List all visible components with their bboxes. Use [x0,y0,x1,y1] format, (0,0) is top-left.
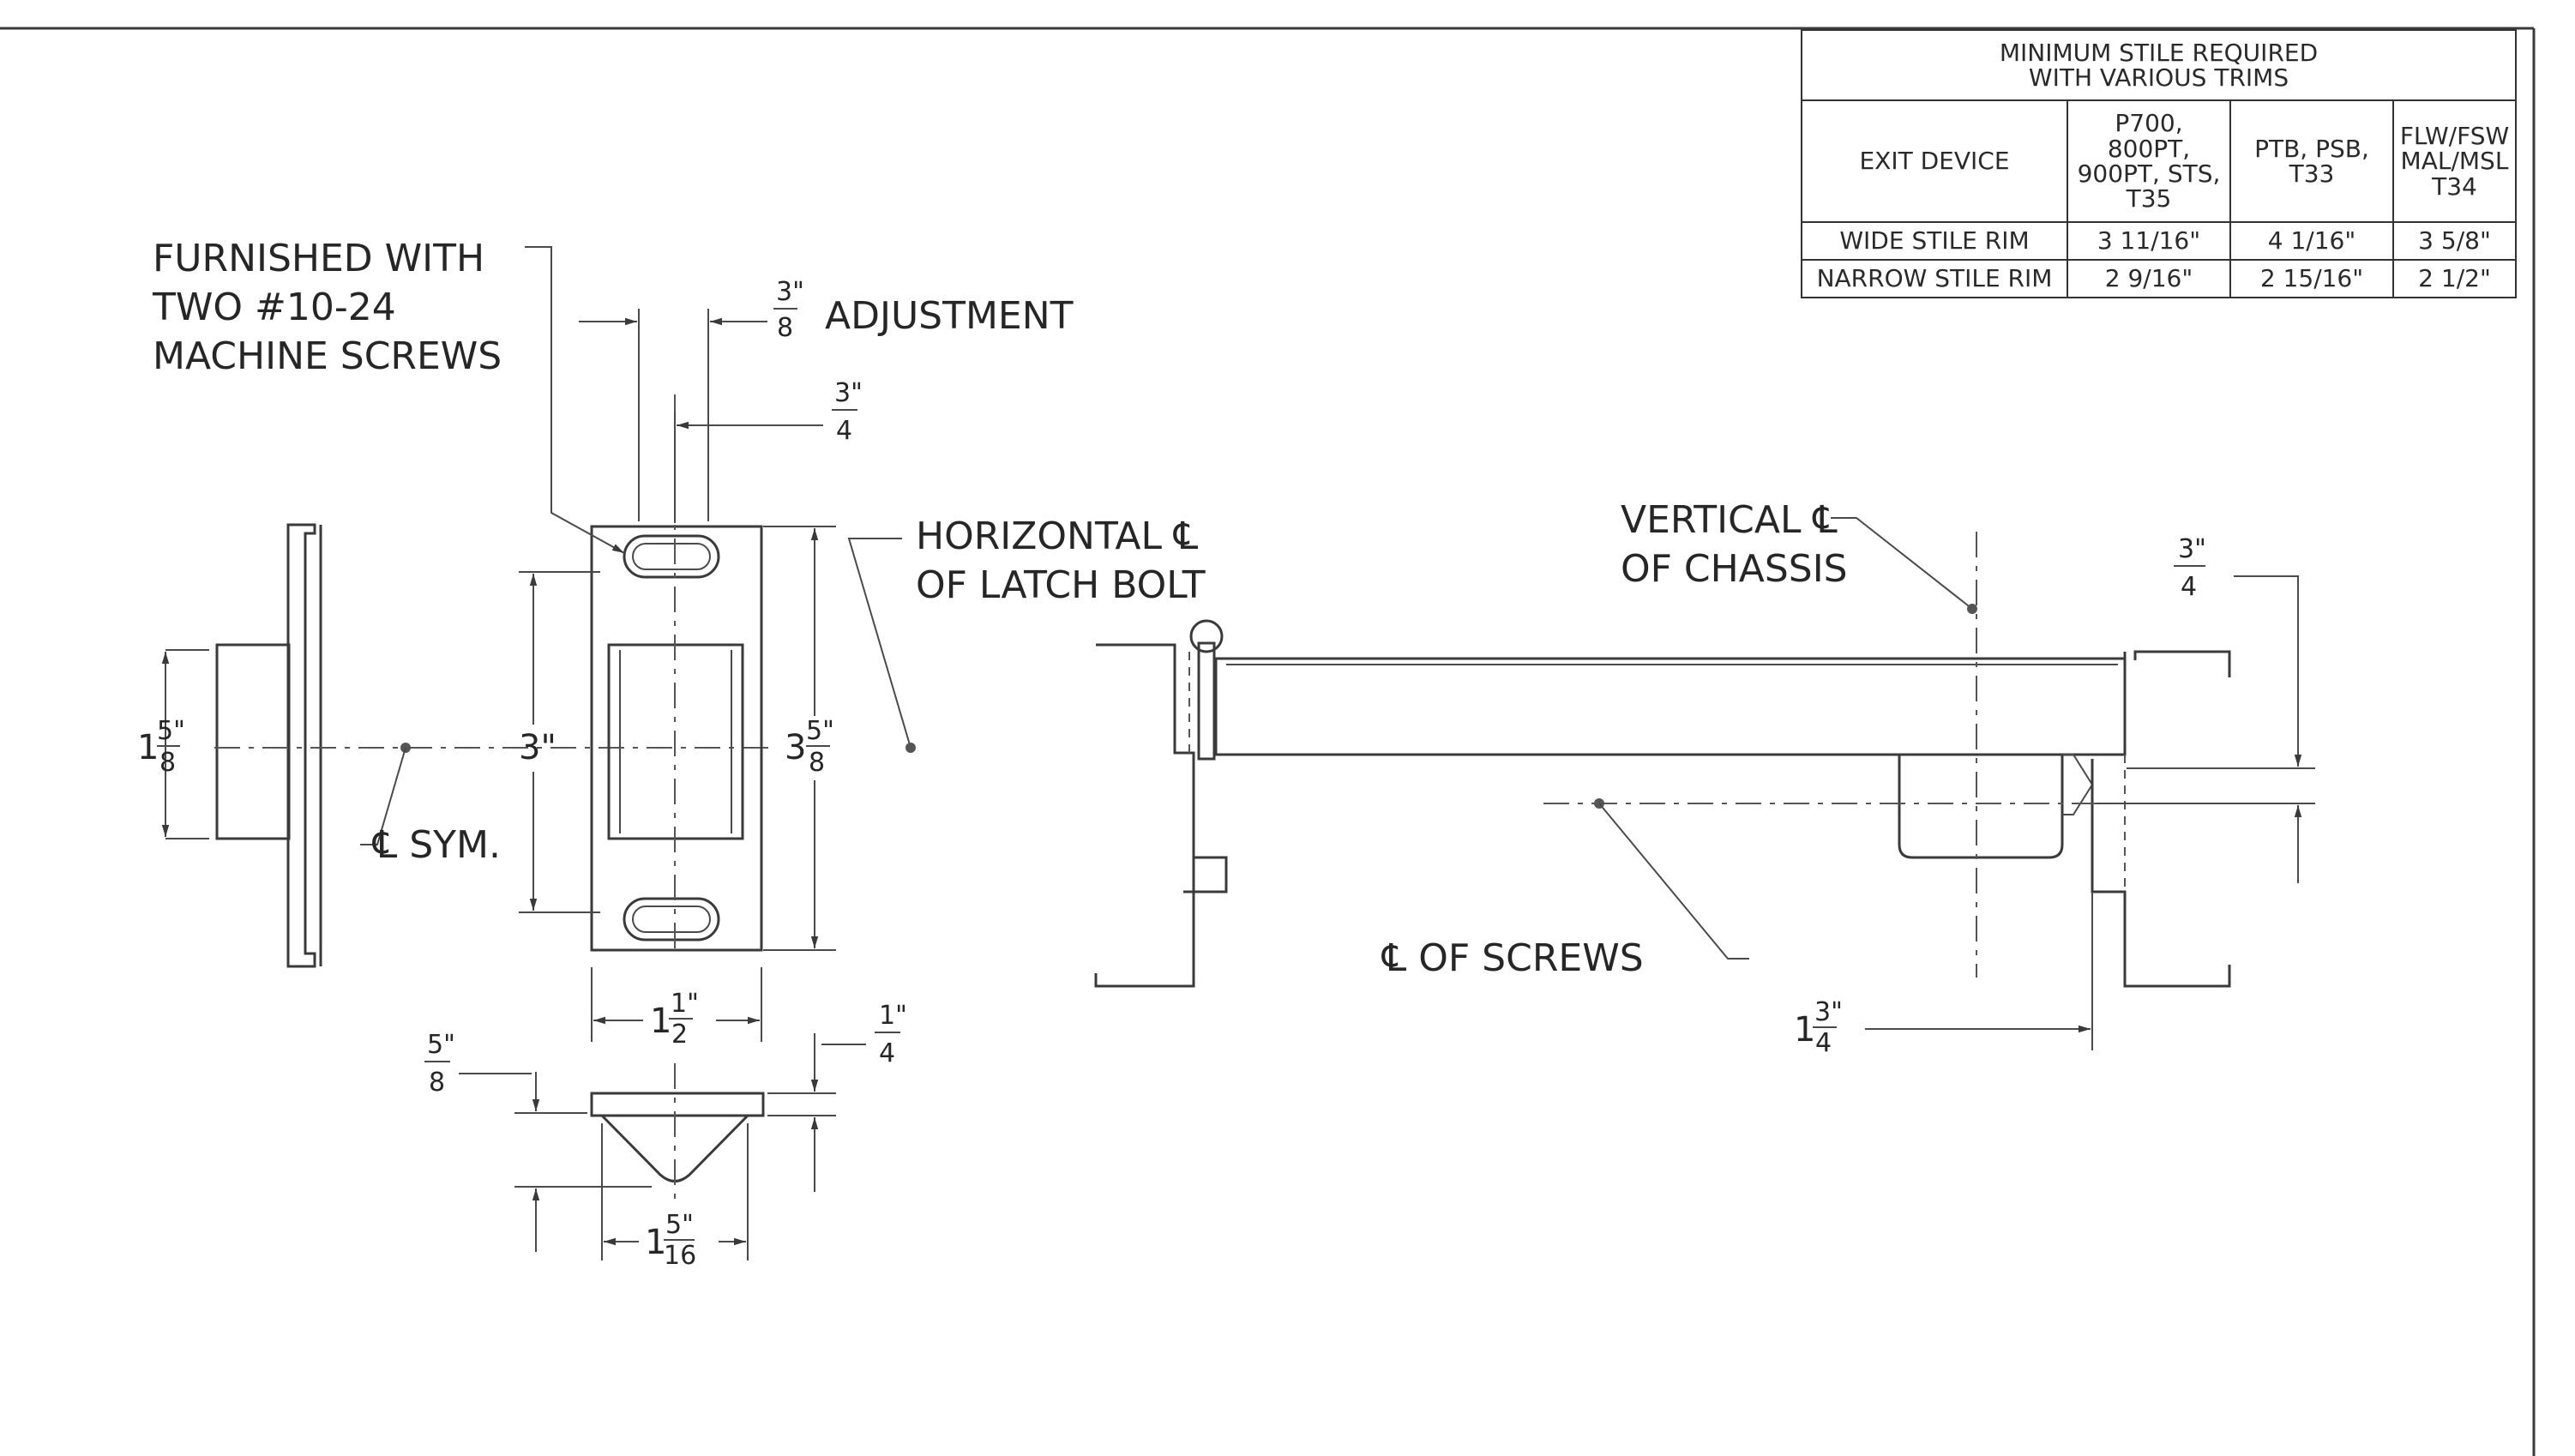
dim-left-num: 5" [157,716,185,746]
dim-outer-height: 3 5" 8 [763,526,836,951]
dim-thickness: 1" 4 [767,1001,907,1192]
table-row: WIDE STILE RIM 3 11/16" 4 1/16" 3 5/8" [1801,221,2517,261]
screws-callout: ℄ OF SCREWS [1381,798,1749,980]
base-den: 16 [664,1241,696,1271]
sym-label: ℄ SYM. [372,823,501,867]
width-whole: 1 [650,1002,671,1041]
table-cell: 2 1/2" [2392,259,2517,298]
strike-front-view [590,394,763,952]
dim-right-offset: 3" 4 [2097,534,2315,883]
projection-den: 4 [1815,1028,1832,1058]
table-cell: 3 5/8" [2392,221,2517,261]
table-title-line1: MINIMUM STILE REQUIRED [1999,38,2319,67]
table-cell: 2 15/16" [2229,259,2394,298]
base-num: 5" [665,1210,694,1240]
col-header-ptb: PTB, PSB, T33 [2229,99,2394,223]
right-den: 4 [2181,572,2197,602]
adjustment-label: ADJUSTMENT [825,294,1074,338]
thick-num: 1" [879,1001,907,1031]
lip-den: 8 [429,1068,445,1098]
table-cell: 4 1/16" [2229,221,2394,261]
minimum-stile-table: MINIMUM STILE REQUIRED WITH VARIOUS TRIM… [1801,29,2517,298]
chassis-section [1094,532,2231,988]
dim-width: 1 1" 2 [591,967,762,1050]
furnished-callout: FURNISHED WITH TWO #10-24 MACHINE SCREWS [152,237,625,554]
offset-num: 3" [834,378,863,408]
inner-height-label: 3" [519,728,557,767]
dim-base: 1 5" 16 [601,1123,749,1271]
thick-den: 4 [879,1038,895,1068]
bottom-slot [623,897,720,942]
col-header-p700: P700, 800PT, 900PT, STS, T35 [2067,99,2231,223]
sym-callout: ℄ SYM. [360,743,501,867]
lip-num: 5" [427,1030,455,1060]
adjust-num: 3" [776,277,804,307]
dim-left-whole: 1 [137,728,159,767]
width-den: 2 [671,1020,688,1050]
horizontal-line1: HORIZONTAL ℄ [916,514,1199,558]
table-cell: 2 9/16" [2067,259,2231,298]
outer-height-den: 8 [809,748,825,778]
row-label: WIDE STILE RIM [1801,221,2068,261]
dim-lip: 5" 8 [424,1030,652,1252]
horizontal-callout: HORIZONTAL ℄ OF LATCH BOLT [847,514,1206,753]
table-title-line2: WITH VARIOUS TRIMS [2028,63,2289,92]
table-cell: 3 11/16" [2067,221,2231,261]
outer-height-whole: 3 [785,728,806,767]
dim-inner-height: 3" [519,571,600,913]
table-title: MINIMUM STILE REQUIRED WITH VARIOUS TRIM… [1801,29,2517,101]
row-label: NARROW STILE RIM [1801,259,2068,298]
table-row: NARROW STILE RIM 2 9/16" 2 15/16" 2 1/2" [1801,259,2517,298]
dim-projection: 1 3" 4 [1794,892,2093,1058]
screws-label: ℄ OF SCREWS [1381,936,1644,980]
width-num: 1" [671,989,699,1019]
vertical-callout: VERTICAL ℄ OF CHASSIS [1621,498,1977,614]
adjust-den: 8 [777,313,793,343]
projection-whole: 1 [1794,1010,1815,1050]
furnished-line2: TWO #10-24 [152,286,396,329]
top-slot [623,534,720,579]
strike-bottom-profile [590,1063,765,1200]
furnished-line1: FURNISHED WITH [153,237,484,280]
dim-offset: 3" 4 [674,378,863,523]
dim-left-den: 8 [159,748,176,778]
base-whole: 1 [645,1223,666,1262]
vertical-line2: OF CHASSIS [1621,547,1848,591]
col-header-flw: FLW/FSW MAL/MSL T34 [2392,99,2517,223]
projection-num: 3" [1814,997,1843,1027]
dim-adjustment: 3" 8 ADJUSTMENT [579,277,1074,521]
offset-den: 4 [836,416,852,446]
vertical-line1: VERTICAL ℄ [1621,498,1838,542]
col-header-exit-device: EXIT DEVICE [1801,99,2068,223]
horizontal-line2: OF LATCH BOLT [916,563,1206,607]
furnished-line3: MACHINE SCREWS [153,334,502,378]
right-num: 3" [2178,534,2206,564]
dim-left-height: 1 5" 8 [137,716,185,778]
outer-height-num: 5" [806,716,834,746]
strike-side-profile [161,523,772,968]
